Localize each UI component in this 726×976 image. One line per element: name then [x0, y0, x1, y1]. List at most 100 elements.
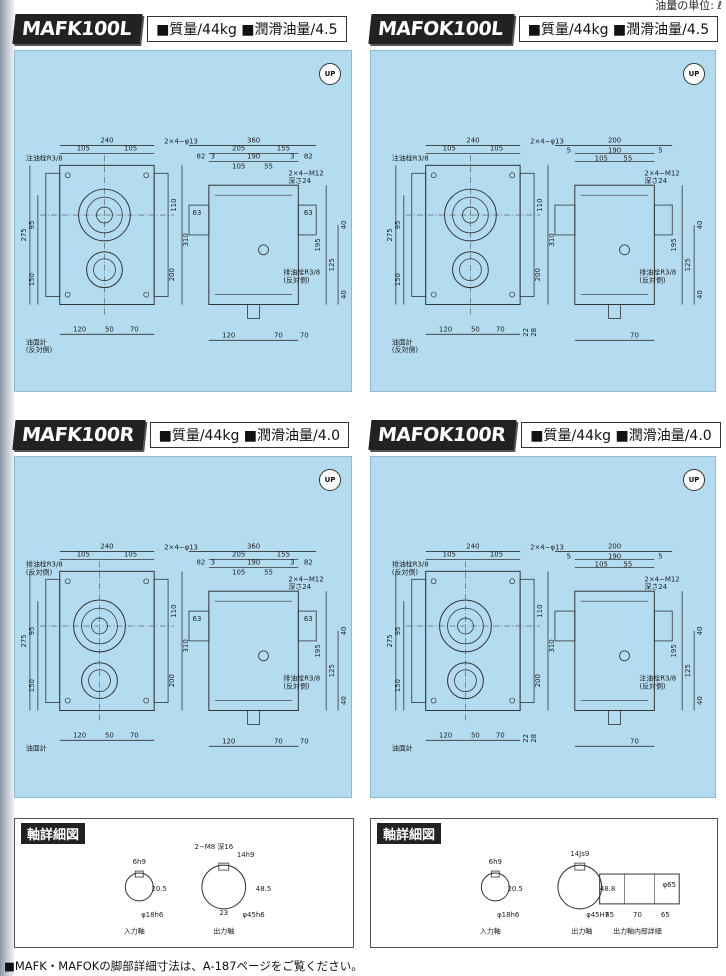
dimension-value: 40 — [340, 627, 348, 636]
dimension-value: 105 — [595, 560, 608, 568]
dimension-value: 3 — [211, 558, 215, 566]
dimension-value: 205 — [232, 144, 245, 152]
dimension-value: 105 — [77, 144, 90, 152]
dimension-value: 205 — [232, 550, 245, 558]
tapped-hole-label: 2×4−M12 — [288, 169, 323, 177]
dimension-value: 50 — [471, 731, 480, 739]
dimension-value: 82 — [196, 152, 205, 160]
dimension-value: 275 — [386, 228, 394, 241]
dimension-value: 50 — [471, 325, 480, 333]
dimension-value: 70 — [496, 731, 505, 739]
dimension-value: 28 — [530, 734, 538, 743]
oil-gauge-label: (反対側) — [392, 345, 419, 354]
tapped-hole-label: 深さ24 — [288, 582, 311, 591]
dimension-value: 40 — [340, 221, 348, 230]
dimension-value: 200 — [534, 268, 542, 281]
dimension-value: 70 — [300, 331, 309, 339]
dimension-value: 110 — [536, 604, 544, 617]
shaft-detail-title: 軸詳細図 — [377, 823, 442, 844]
dimension-value: 200 — [168, 268, 176, 281]
panel-header: MAFOK100R■質量/44kg ■潤滑油量/4.0 — [368, 420, 721, 450]
dimension-value: 200 — [608, 136, 621, 144]
model-title: MAFOK100L — [368, 14, 515, 44]
shaft-detail-label: 20.5 — [151, 885, 166, 893]
dimension-value: 240 — [466, 136, 479, 144]
dimension-value: 105 — [77, 550, 90, 558]
dimension-value: 95 — [28, 627, 36, 636]
dimension-value: 3 — [211, 152, 215, 160]
dimension-value: 120 — [73, 731, 86, 739]
shaft-detail-label: 出力軸 — [213, 927, 234, 936]
dimension-value: 55 — [264, 162, 273, 170]
shaft-stub — [608, 710, 621, 725]
shaft-detail-label: 65 — [661, 911, 670, 919]
oil-gauge-label: (反対側) — [26, 345, 53, 354]
front-view-housing — [425, 570, 521, 712]
dimension-value: 5 — [567, 146, 571, 154]
dimension-value: 240 — [100, 542, 113, 550]
shaft-detail-label: φ18h6 — [141, 911, 163, 919]
dimension-value: 55 — [623, 154, 632, 162]
up-direction-icon: UP — [683, 63, 705, 85]
dimension-value: 105 — [443, 550, 456, 558]
dimension-value: 200 — [608, 542, 621, 550]
plug-label: (反対側) — [283, 276, 310, 285]
bolt-hole-label: 2×4−φ13 — [164, 137, 198, 145]
shaft-detail-label: 入力軸 — [480, 927, 501, 936]
dimension-value: 125 — [684, 258, 692, 271]
dimension-value: 5 — [658, 552, 662, 560]
panel-header: MAFOK100L■質量/44kg ■潤滑油量/4.5 — [368, 14, 719, 44]
input-shaft-section — [480, 872, 510, 902]
shaft-detail-label: φ45h6 — [242, 911, 264, 919]
dimension-value: 150 — [28, 273, 36, 286]
shaft-detail-label: 6h9 — [133, 858, 146, 866]
front-view-housing — [425, 164, 521, 306]
plug-label: 排油栓R3/8 — [639, 268, 676, 277]
dimension-value: 105 — [232, 568, 245, 576]
dimension-value: 200 — [534, 674, 542, 687]
dimension-value: 120 — [222, 331, 235, 339]
dimension-value: 105 — [490, 550, 503, 558]
plug-label: (反対側) — [283, 682, 310, 691]
dimension-value: 50 — [105, 731, 114, 739]
shaft-detail-label: 出力軸 — [571, 927, 592, 936]
shaft-stub — [608, 304, 621, 319]
tapped-hole-label: 深さ24 — [644, 582, 667, 591]
spec-box: ■質量/44kg ■潤滑油量/4.5 — [518, 16, 719, 42]
shaft-detail-label: 65 — [605, 911, 614, 919]
tapped-hole-label: 2×4−M12 — [644, 169, 679, 177]
panel-header: MAFK100R■質量/44kg ■潤滑油量/4.0 — [12, 420, 352, 450]
tapped-hole-label: 2×4−M12 — [288, 575, 323, 583]
dimension-value: 120 — [439, 325, 452, 333]
tapped-hole-label: 深さ24 — [288, 176, 311, 185]
shaft-detail-label: 14h9 — [237, 851, 255, 859]
dimension-value: 125 — [684, 664, 692, 677]
up-direction-icon: UP — [319, 63, 341, 85]
dimension-value: 40 — [696, 696, 704, 705]
shaft-detail-label: 出力軸内部詳細 — [613, 927, 662, 936]
dimension-value: 105 — [490, 144, 503, 152]
plug-label: 排油栓R3/8 — [283, 268, 320, 277]
dimension-value: 5 — [658, 146, 662, 154]
dimension-value: 110 — [170, 604, 178, 617]
dimension-value: 105 — [124, 144, 137, 152]
drain-plug-label: (反対側) — [26, 567, 53, 576]
shaft-stub — [247, 304, 260, 319]
model-title: MAFOK100R — [368, 420, 517, 450]
dimension-value: 82 — [196, 558, 205, 566]
dimension-value: 195 — [314, 644, 322, 657]
dimension-value: 40 — [696, 627, 704, 636]
dimension-value: 190 — [608, 552, 621, 560]
model-title: MAFK100R — [12, 420, 146, 450]
dimension-value: 22 — [522, 328, 530, 337]
side-view-housing — [208, 590, 299, 711]
oil-gauge-label: 油面計 — [392, 337, 413, 346]
up-direction-icon: UP — [319, 469, 341, 491]
dimension-value: 190 — [247, 558, 260, 566]
panel-header: MAFK100L■質量/44kg ■潤滑油量/4.5 — [12, 14, 352, 44]
dimension-value: 310 — [182, 639, 190, 652]
